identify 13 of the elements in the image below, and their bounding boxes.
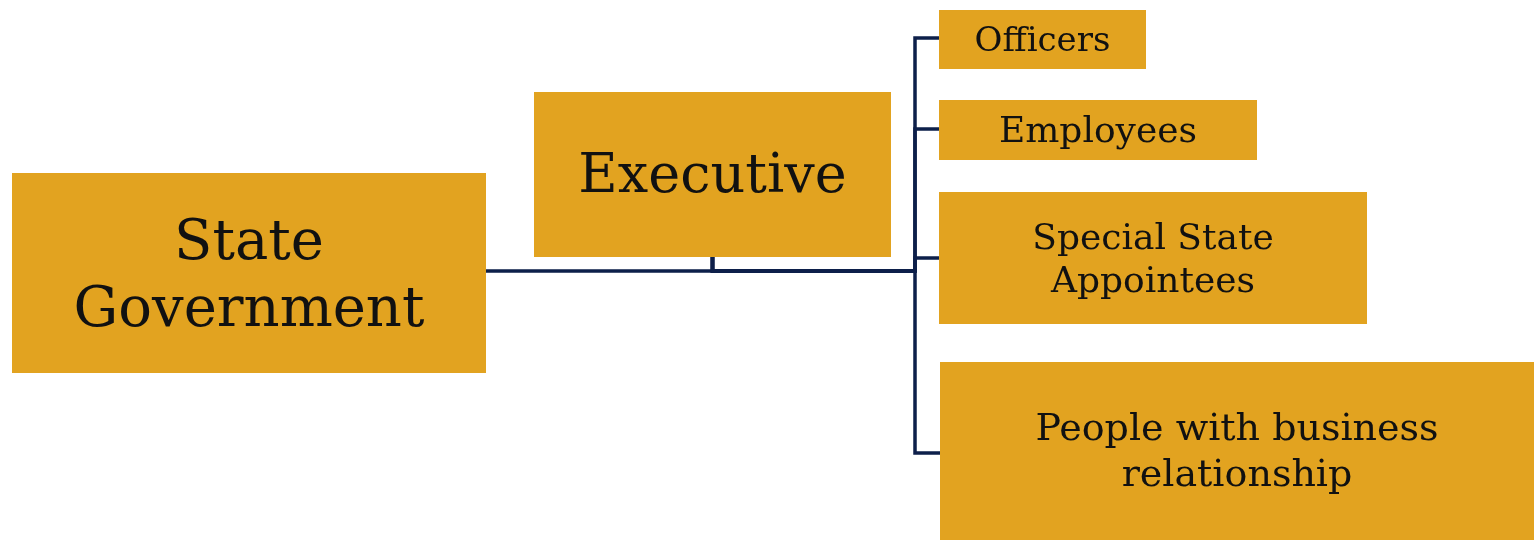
box-label: Executive (578, 142, 847, 207)
org-box (940, 362, 1534, 540)
org-box (534, 92, 891, 257)
org-box (939, 192, 1367, 324)
org-box (939, 100, 1257, 160)
box-label: State Government (72, 205, 426, 341)
org-box (12, 173, 486, 373)
box-label: People with business relationship (1034, 405, 1440, 497)
box-label: Employees (998, 108, 1198, 152)
org-box (939, 10, 1146, 69)
connector-line (710, 257, 940, 455)
box-label: Special State Appointees (1031, 214, 1275, 302)
box-label: Officers (974, 19, 1111, 60)
